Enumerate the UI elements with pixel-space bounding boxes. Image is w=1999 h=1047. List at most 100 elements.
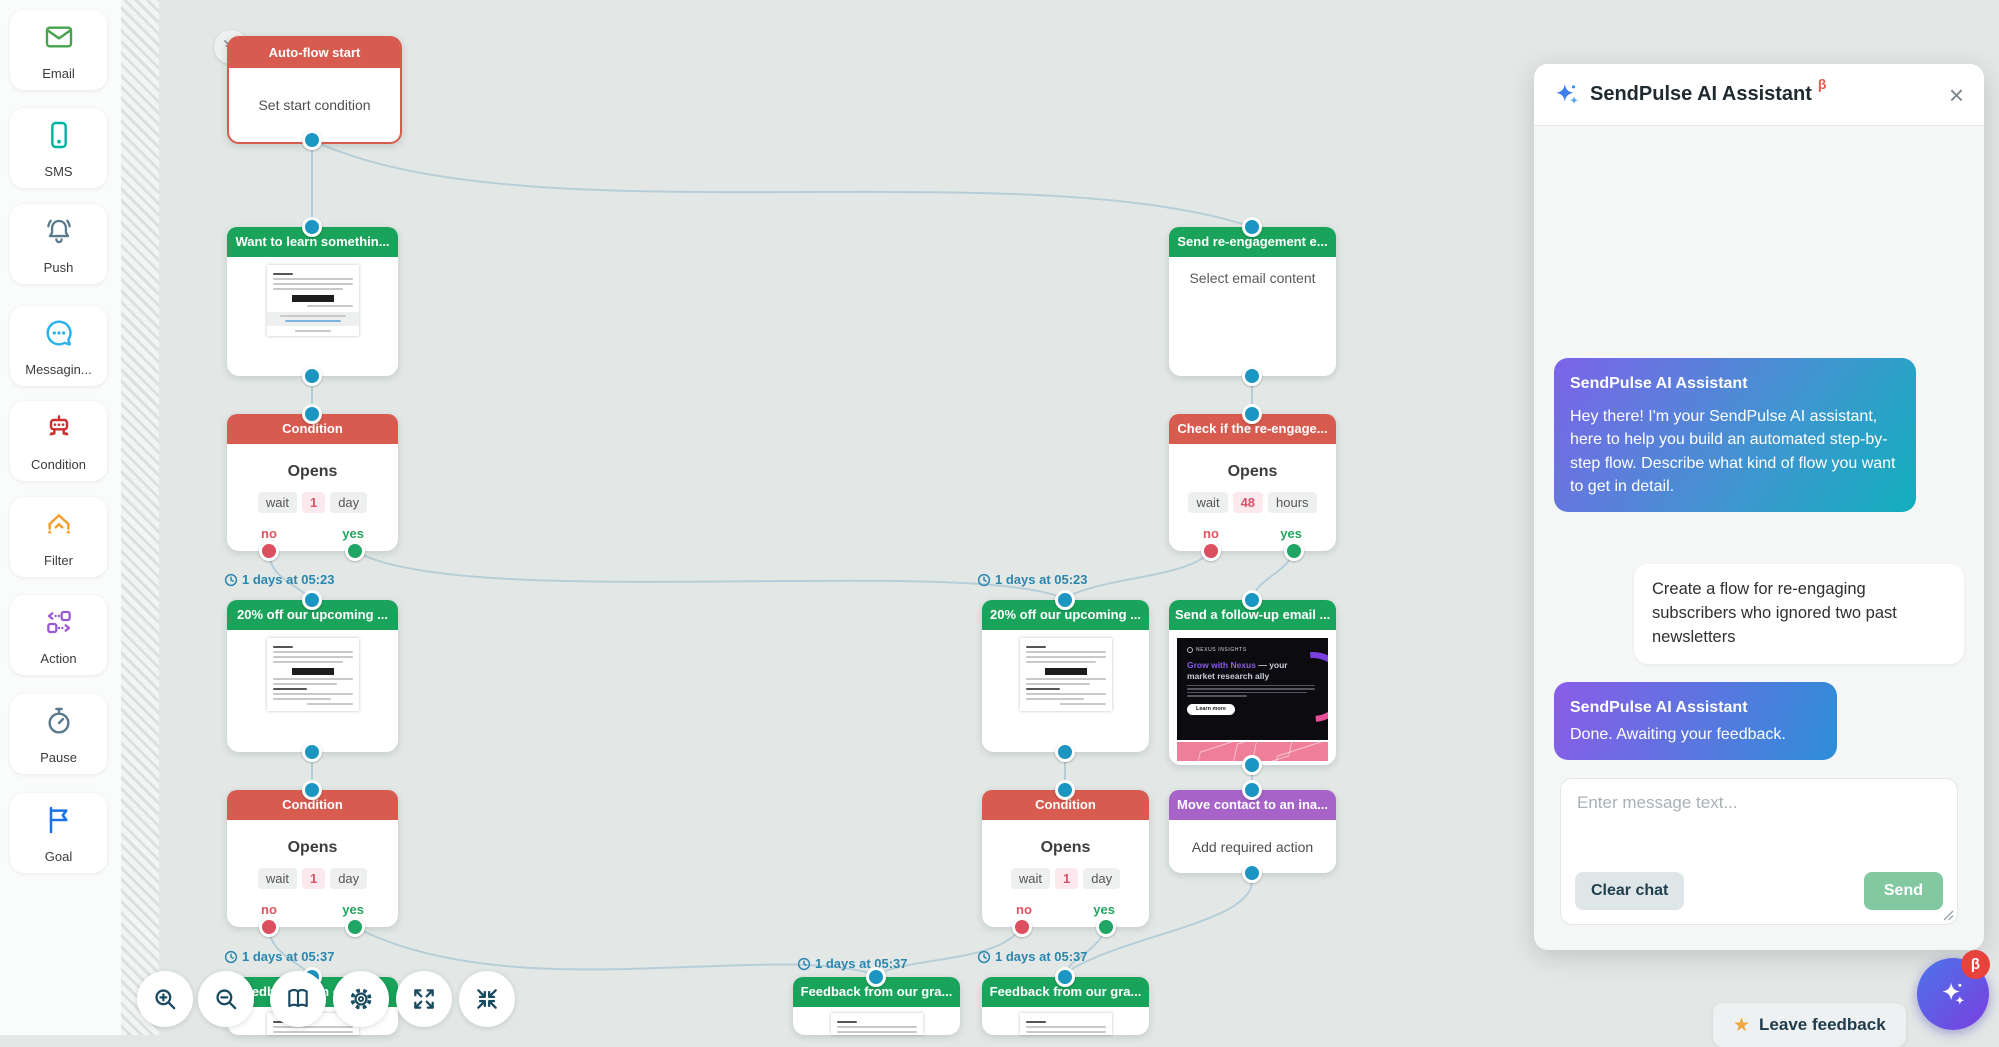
node-email-want-to-learn[interactable]: Want to learn somethin... [227, 227, 398, 376]
yes-label: yes [1280, 526, 1302, 541]
connector-dot[interactable] [302, 130, 322, 150]
sidebar-item-filter[interactable]: Filter [10, 497, 107, 577]
clock-icon [224, 573, 238, 586]
connector-dot-no[interactable] [1012, 917, 1032, 937]
connector-dot[interactable] [302, 217, 322, 237]
connector-dot[interactable] [302, 590, 322, 610]
node-send-followup-email[interactable]: Send a follow-up email ... NEXUS INSIGHT… [1169, 600, 1336, 765]
delay-timestamp: 1 days at 05:23 [977, 572, 1088, 587]
connector-dot[interactable] [1055, 780, 1075, 800]
node-email-feedback-mid[interactable]: Feedback from our gra... [793, 977, 960, 1035]
sidebar-item-sms[interactable]: SMS [10, 108, 107, 188]
connector-dot[interactable] [1242, 404, 1262, 424]
connector-dot[interactable] [1055, 967, 1075, 987]
email-preview [1019, 638, 1112, 711]
clock-icon [977, 573, 991, 586]
connector-dot-no[interactable] [259, 917, 279, 937]
node-email-feedback-right[interactable]: Feedback from our gra... [982, 977, 1149, 1035]
node-condition-opens-1[interactable]: Condition Opens wait 1 day no yes [227, 414, 398, 551]
sidebar-item-push[interactable]: Push [10, 204, 107, 284]
wait-unit-chip: day [1083, 868, 1121, 889]
clock-icon [224, 950, 238, 963]
pause-timer-icon [47, 707, 70, 734]
clock-icon [977, 950, 991, 963]
send-button[interactable]: Send [1863, 872, 1943, 910]
connector-dot[interactable] [302, 366, 322, 386]
gear-icon [350, 988, 372, 1010]
expand-fullscreen-button[interactable] [396, 971, 452, 1027]
email-preview [266, 638, 359, 711]
no-label: no [1016, 902, 1032, 917]
resize-handle[interactable] [1942, 909, 1954, 921]
expand-icon [414, 989, 434, 1009]
delay-timestamp: 1 days at 05:23 [224, 572, 335, 587]
node-condition-opens-3[interactable]: Condition Opens wait 1 day no yes [982, 790, 1149, 927]
connector-dot[interactable] [1242, 780, 1262, 800]
ai-assistant-panel: SendPulse AI Assistant β × SendPulse AI … [1534, 64, 1984, 950]
star-icon: ★ [1733, 1014, 1751, 1036]
assistant-done-message: SendPulse AI Assistant Done. Awaiting yo… [1554, 682, 1837, 761]
sidebar-item-goal[interactable]: Goal [10, 793, 107, 873]
connector-dot[interactable] [1242, 217, 1262, 237]
sidebar-item-email[interactable]: Email [10, 10, 107, 90]
node-auto-flow-start[interactable]: Auto-flow start Set start condition [227, 36, 402, 144]
connector-dot[interactable] [1242, 755, 1262, 775]
wait-chip: wait [1188, 492, 1228, 513]
node-email-20-off-left[interactable]: 20% off our upcoming ... [227, 600, 398, 752]
node-condition-check-reengagement[interactable]: Check if the re-engage... Opens wait 48 … [1169, 414, 1336, 551]
filter-icon [46, 514, 71, 534]
wait-value-chip: 1 [301, 868, 326, 889]
email-preview [830, 1013, 923, 1035]
connector-dot-no[interactable] [1201, 541, 1221, 561]
no-label: no [261, 902, 277, 917]
message-input[interactable] [1565, 783, 1969, 883]
email-preview [1019, 1013, 1112, 1035]
connector-dot[interactable] [302, 404, 322, 424]
node-condition-opens-2[interactable]: Condition Opens wait 1 day no yes [227, 790, 398, 927]
yes-label: yes [342, 902, 364, 917]
connector-dot[interactable] [1242, 863, 1262, 883]
connector-dot-yes[interactable] [345, 541, 365, 561]
sidebar-drag-edge [121, 0, 159, 1035]
wait-chip: wait [257, 492, 297, 513]
collapse-fullscreen-button[interactable] [459, 971, 515, 1027]
connector-dot[interactable] [1242, 366, 1262, 386]
zoom-in-button[interactable] [137, 971, 193, 1027]
delay-timestamp: 1 days at 05:37 [797, 956, 908, 971]
yes-label: yes [342, 526, 364, 541]
wait-value-chip: 1 [1054, 868, 1079, 889]
sparkle-icon [1942, 982, 1965, 1005]
node-send-reengagement-email[interactable]: Send re-engagement e... Select email con… [1169, 227, 1336, 376]
zoom-out-button[interactable] [198, 971, 254, 1027]
sidebar-item-action[interactable]: Action [10, 595, 107, 675]
clear-chat-button[interactable]: Clear chat [1575, 872, 1685, 910]
connector-dot[interactable] [1055, 590, 1075, 610]
connector-dot-yes[interactable] [1284, 541, 1304, 561]
connector-dot[interactable] [866, 967, 886, 987]
connector-dot-yes[interactable] [1096, 917, 1116, 937]
connector-dot-yes[interactable] [345, 917, 365, 937]
sidebar-item-condition[interactable]: Condition [10, 401, 107, 481]
wait-value-chip: 1 [301, 492, 326, 513]
email-preview [266, 265, 359, 336]
email-icon [45, 26, 72, 48]
delay-timestamp: 1 days at 05:37 [977, 949, 1088, 964]
messaging-icon [46, 320, 72, 346]
node-email-20-off-mid[interactable]: 20% off our upcoming ... [982, 600, 1149, 752]
ai-assistant-title: SendPulse AI Assistant [1590, 83, 1812, 105]
connector-dot[interactable] [1242, 590, 1262, 610]
connector-dot[interactable] [302, 780, 322, 800]
leave-feedback-button[interactable]: ★ Leave feedback [1713, 1003, 1906, 1047]
settings-button[interactable] [333, 971, 389, 1027]
connector-dot[interactable] [1055, 742, 1075, 762]
minimap-button[interactable] [270, 971, 326, 1027]
sidebar-item-messaging[interactable]: Messagin... [10, 306, 107, 386]
clock-icon [797, 957, 811, 970]
node-move-contact-action[interactable]: Move contact to an ina... Add required a… [1169, 790, 1336, 873]
close-icon[interactable]: × [1948, 79, 1964, 110]
wait-unit-chip: day [330, 868, 368, 889]
connector-dot[interactable] [302, 742, 322, 762]
sidebar-item-pause[interactable]: Pause [10, 694, 107, 774]
connector-dot-no[interactable] [259, 541, 279, 561]
